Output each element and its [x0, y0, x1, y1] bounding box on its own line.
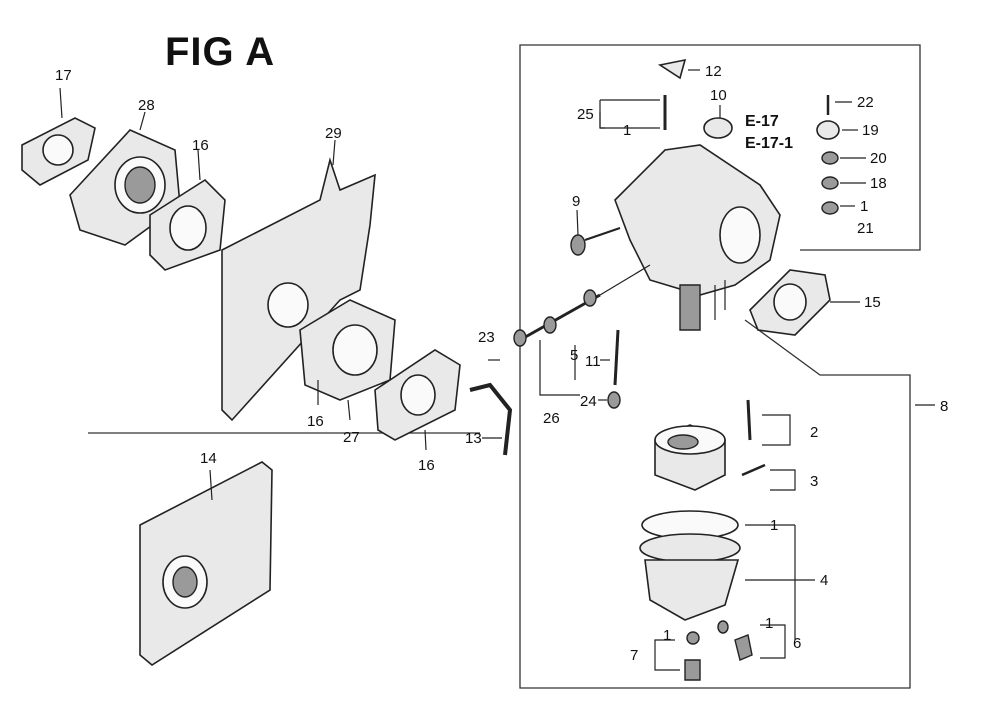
part-5-needle-assembly [488, 264, 651, 396]
label-1-bolt-left: 1 [663, 627, 671, 644]
label-3: 3 [810, 473, 818, 490]
part-9-screw [570, 209, 621, 256]
part-27-insulator [299, 299, 396, 421]
carburetor-frame-upper [519, 44, 921, 320]
label-20: 20 [870, 150, 887, 167]
label-7: 7 [630, 647, 638, 664]
label-15: 15 [864, 294, 881, 311]
label-8: 8 [940, 398, 948, 415]
part-25-screw [599, 95, 667, 130]
label-16-mid-right: 16 [418, 457, 435, 474]
label-16-top: 16 [192, 137, 209, 154]
label-25: 25 [577, 106, 594, 123]
label-29: 29 [325, 125, 342, 142]
part-29-heat-shield [221, 139, 376, 422]
label-e17: E-17 [745, 113, 779, 130]
carburetor-frame-lower [519, 319, 911, 689]
label-e17-1: E-17-1 [745, 135, 793, 152]
label-19: 19 [862, 122, 879, 139]
figure-title: FIG A [165, 30, 276, 74]
part-17-gasket [21, 87, 96, 186]
label-9: 9 [572, 193, 580, 210]
label-10: 10 [710, 87, 727, 104]
label-5: 5 [570, 347, 578, 364]
part-float [654, 424, 726, 491]
part-2-needle [746, 399, 791, 446]
label-4: 4 [820, 572, 828, 589]
part-16-gasket-top [149, 149, 226, 271]
part-4-float-bowl [639, 510, 815, 640]
part-15-gasket [749, 269, 860, 336]
label-2: 2 [810, 424, 818, 441]
carburetor-body [614, 144, 781, 331]
part-13-choke-rod [469, 382, 513, 456]
part-12-clip [657, 58, 700, 80]
part-7-bolt [654, 631, 701, 681]
label-21: 21 [857, 220, 874, 237]
label-27: 27 [343, 429, 360, 446]
part-6-bolt [717, 620, 786, 661]
parts-22-to-21-stack [816, 95, 866, 215]
label-14: 14 [200, 450, 217, 467]
label-11: 11 [585, 353, 601, 370]
label-1-bowl: 1 [770, 517, 778, 534]
label-17: 17 [55, 67, 72, 84]
label-1-upper: 1 [623, 122, 631, 139]
part-11-screw [598, 329, 621, 409]
label-6: 6 [793, 635, 801, 652]
label-24: 24 [580, 393, 597, 410]
label-16-mid-left: 16 [307, 413, 324, 430]
label-18: 18 [870, 175, 887, 192]
label-26: 26 [543, 410, 560, 427]
label-28: 28 [138, 97, 155, 114]
part-14-base-plate [139, 461, 273, 666]
label-13: 13 [465, 430, 482, 447]
part-10-cap [703, 105, 733, 139]
label-22: 22 [857, 94, 874, 111]
part-3-pin [741, 463, 796, 491]
label-1-right: 1 [860, 198, 868, 215]
label-23: 23 [478, 329, 495, 346]
part-16-gasket-mid [374, 349, 461, 451]
label-1-bolt-right: 1 [765, 615, 773, 632]
label-12: 12 [705, 63, 722, 80]
